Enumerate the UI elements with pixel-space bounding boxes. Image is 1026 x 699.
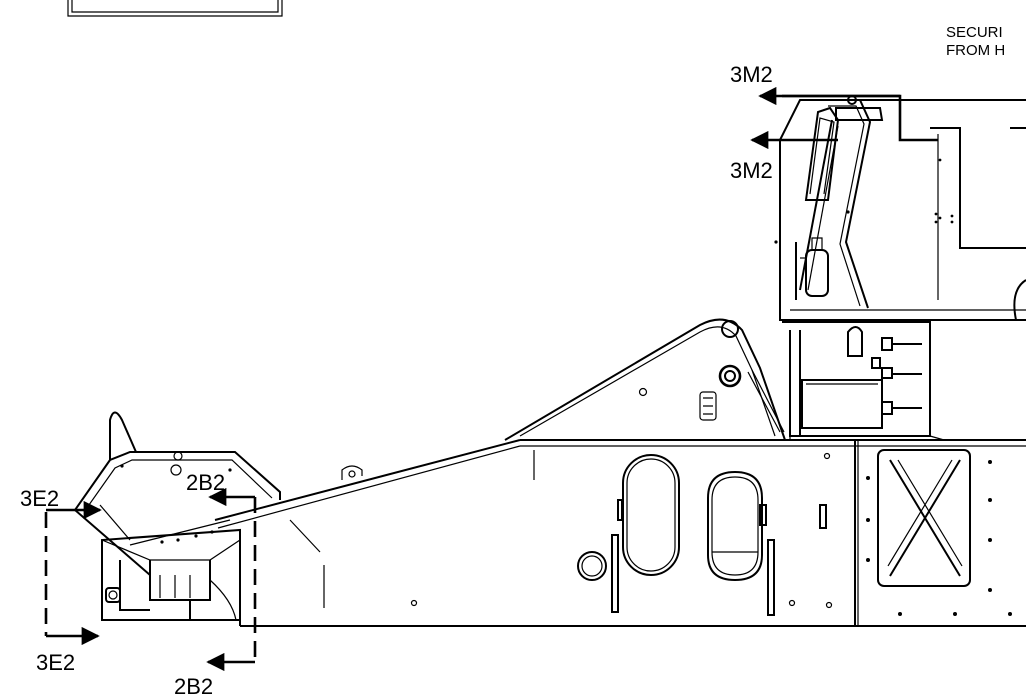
machinery-box [782,321,945,441]
x-brace-panel [866,449,1012,616]
section-label-2b2-upper: 2B2 [186,470,225,495]
callout-note: SECURI FROM H [946,24,1005,59]
cab-roof-rail [782,94,938,142]
section-label-3m2-lower: 3M2 [730,158,773,183]
note-line-2: FROM H [946,42,1005,59]
access-openings [410,452,833,616]
note-line-1: SECURI [946,24,1003,41]
lug [341,465,363,480]
section-label-3m2-upper: 3M2 [730,62,773,87]
gantry-frame [504,318,786,441]
section-2b2: 2B2 2B2 [174,470,257,699]
section-label-3e2-lower: 3E2 [36,650,75,675]
section-3e2: 3E2 3E2 [20,486,102,675]
section-3m2: 3M2 3M2 [730,62,900,183]
section-label-3e2-upper: 3E2 [20,486,59,511]
section-label-2b2-lower: 2B2 [174,674,213,699]
carbody-frame [214,439,1026,627]
front-bumper [74,411,281,621]
detail-box-fragment [67,0,283,17]
